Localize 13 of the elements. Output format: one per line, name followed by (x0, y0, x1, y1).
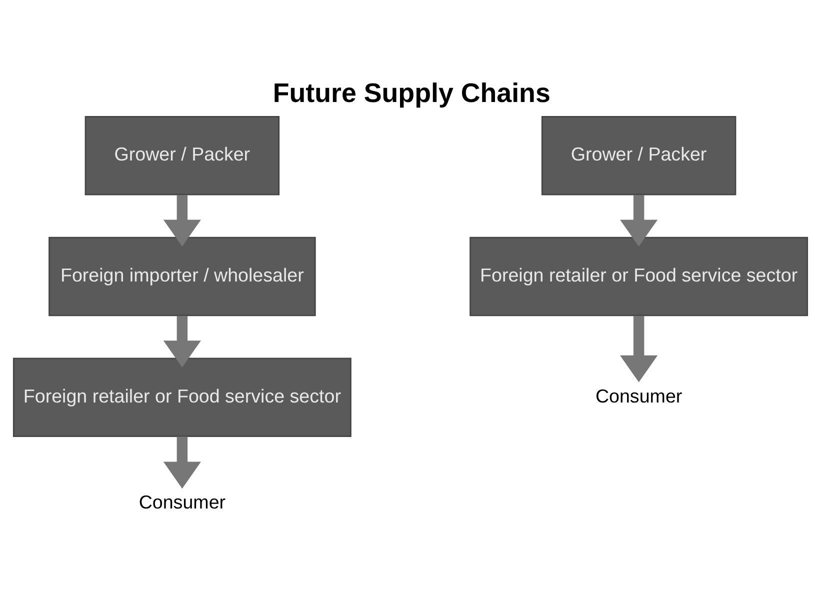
node-box: Foreign retailer or Food service sector (470, 236, 808, 316)
diagram-title: Future Supply Chains (272, 78, 550, 108)
arrow (163, 316, 201, 368)
node-box: Grower / Packer (84, 116, 280, 196)
arrow (620, 195, 658, 247)
arrow (163, 436, 201, 489)
node-text: Consumer (595, 385, 682, 406)
node-box: Foreign retailer or Food service sector (12, 358, 352, 437)
arrow (163, 195, 201, 247)
node-text: Consumer (138, 491, 226, 512)
node-box: Foreign importer / wholesaler (48, 236, 316, 316)
node-box: Grower / Packer (541, 116, 736, 196)
arrow (620, 316, 658, 382)
